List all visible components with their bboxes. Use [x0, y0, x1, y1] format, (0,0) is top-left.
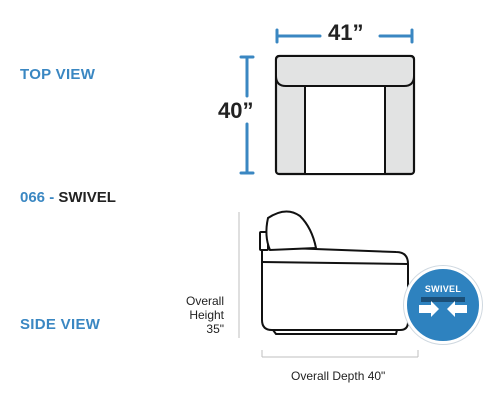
- top-view-label: TOP VIEW: [20, 66, 96, 83]
- swivel-arrows-icon: [419, 297, 467, 317]
- depth-guide-line: [261, 350, 419, 358]
- overall-height-line1: Overall: [185, 294, 224, 308]
- model-code: 066 -: [20, 189, 55, 206]
- overall-depth-label: Overall Depth 40": [291, 369, 386, 383]
- overall-height-value: 35": [206, 322, 224, 336]
- side-view-label: SIDE VIEW: [20, 316, 101, 333]
- depth-dimension-label: 40”: [218, 98, 254, 123]
- swivel-badge: SWIVEL: [404, 266, 482, 344]
- model-title: 066 - SWIVEL: [20, 189, 116, 206]
- overall-height-line2: Height: [189, 308, 224, 322]
- side-view-chair: [259, 210, 409, 335]
- depth-dimension-line: [239, 55, 255, 175]
- model-name: SWIVEL: [58, 189, 116, 206]
- width-dimension-label: 41”: [328, 20, 364, 45]
- top-view-chair: [274, 54, 416, 176]
- width-dimension-line: [275, 28, 414, 44]
- swivel-badge-label: SWIVEL: [424, 284, 462, 294]
- overall-height-label: Overall Height 35": [172, 294, 224, 336]
